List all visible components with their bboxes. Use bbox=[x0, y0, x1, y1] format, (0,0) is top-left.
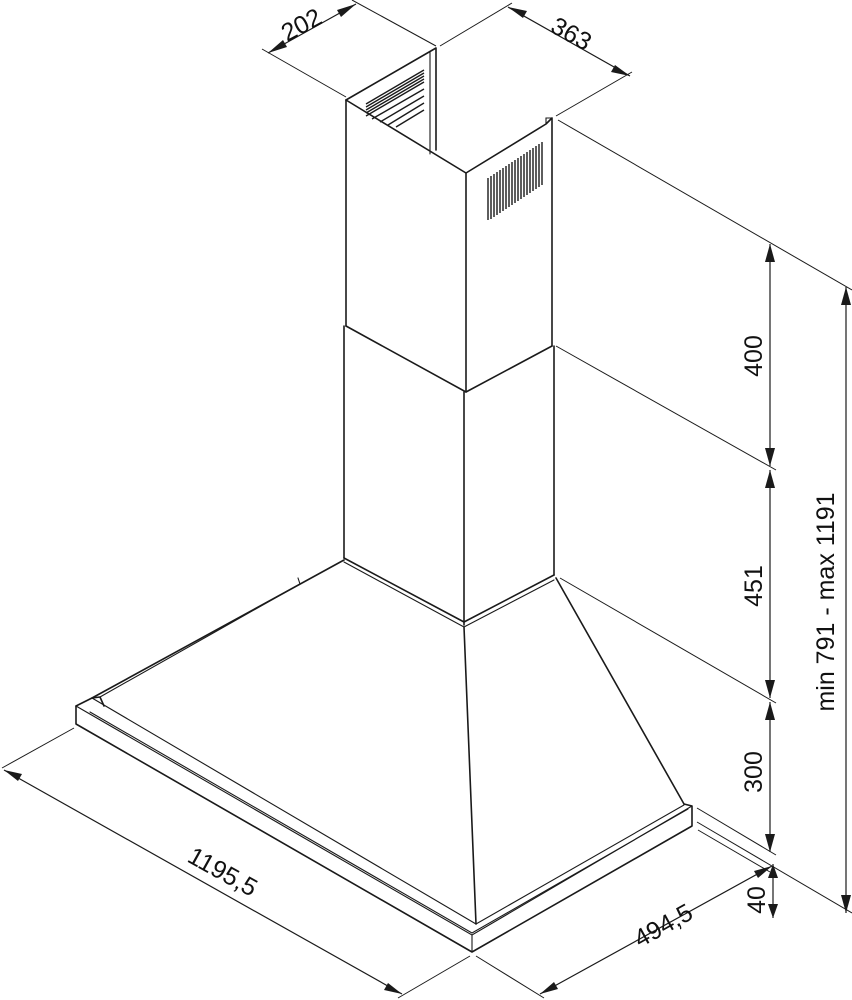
label-494: 494,5 bbox=[629, 898, 697, 953]
vent-slots-left bbox=[365, 69, 425, 128]
label-40: 40 bbox=[743, 886, 771, 914]
label-451: 451 bbox=[740, 565, 768, 607]
label-202: 202 bbox=[277, 3, 327, 47]
dimension-451: 451 bbox=[740, 470, 775, 698]
canopy bbox=[91, 559, 685, 925]
rim bbox=[75, 696, 693, 953]
dimension-363: 363 bbox=[439, 2, 633, 117]
label-363: 363 bbox=[546, 12, 596, 57]
label-300: 300 bbox=[740, 751, 768, 793]
upper-chimney bbox=[345, 47, 553, 393]
cooker-hood-outline bbox=[75, 47, 693, 953]
dimension-height-range: min 791 - max 1191 bbox=[812, 287, 851, 913]
dimension-202: 202 bbox=[261, 0, 437, 98]
extension-lines-right bbox=[555, 119, 852, 914]
dimension-1195: 1195,5 bbox=[1, 727, 471, 999]
dimension-40: 40 bbox=[743, 864, 778, 918]
dimension-400: 400 bbox=[740, 244, 775, 466]
dimension-300: 300 bbox=[740, 702, 775, 852]
label-height-range: min 791 - max 1191 bbox=[812, 492, 840, 711]
lower-chimney bbox=[343, 325, 555, 628]
label-400: 400 bbox=[740, 335, 768, 377]
vent-slots-right bbox=[487, 142, 543, 220]
dimension-494: 494,5 bbox=[475, 829, 773, 999]
